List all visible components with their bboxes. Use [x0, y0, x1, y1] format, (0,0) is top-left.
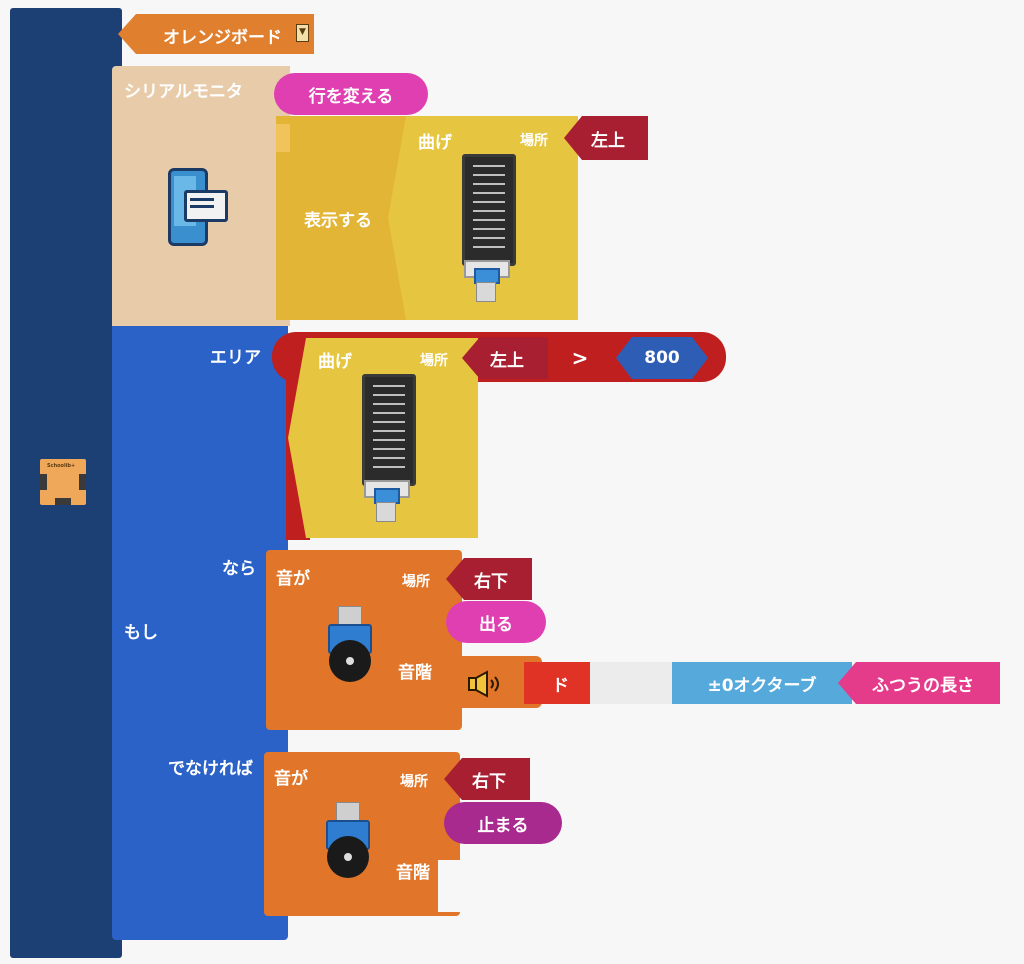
- speaker-icon: [467, 670, 503, 698]
- condition-place-label: 場所: [420, 353, 448, 369]
- then-place-dropdown[interactable]: 右下: [446, 558, 532, 600]
- threshold-value[interactable]: 800: [616, 337, 708, 379]
- note-slot: [590, 662, 672, 704]
- board-header[interactable]: [118, 14, 314, 54]
- else-place-dropdown[interactable]: 右下: [444, 758, 530, 800]
- print-label: 表示する: [304, 211, 372, 231]
- condition-bend-label: 曲げ: [318, 352, 352, 372]
- comparison-operator[interactable]: >: [552, 337, 608, 379]
- else-place-label: 場所: [400, 774, 428, 790]
- if-label: もし: [124, 623, 158, 643]
- then-label: なら: [222, 559, 256, 579]
- else-sound-block-slot: [438, 860, 462, 912]
- else-sound-label: 音が: [274, 769, 308, 789]
- print-block-notch: [276, 124, 290, 152]
- sound-stop-button[interactable]: 止まる: [444, 802, 562, 844]
- then-scale-label: 音階: [398, 663, 432, 683]
- area-label: エリア: [210, 348, 261, 368]
- sound-play-button[interactable]: 出る: [446, 601, 546, 643]
- board-icon-tag: Schoolib+: [47, 463, 76, 469]
- then-sound-label: 音が: [276, 569, 310, 589]
- bend-label: 曲げ: [418, 133, 452, 153]
- board-icon: Schoolib+: [40, 459, 86, 505]
- if-block-then-arm: [112, 540, 266, 740]
- newline-button[interactable]: 行を変える: [274, 73, 428, 115]
- else-scale-label: 音階: [396, 863, 430, 883]
- length-dropdown[interactable]: ふつうの長さ: [838, 662, 1000, 704]
- then-place-label: 場所: [402, 574, 430, 590]
- dropdown-icon[interactable]: ▼: [296, 24, 309, 42]
- board-label: オレンジボード: [163, 28, 282, 48]
- serial-monitor-icon: [168, 166, 228, 246]
- octave-dropdown[interactable]: ±0オクターブ: [672, 662, 852, 704]
- place-label: 場所: [520, 133, 548, 149]
- serial-monitor-label: シリアルモニタ: [124, 82, 243, 102]
- else-label: でなければ: [168, 759, 253, 779]
- place-dropdown[interactable]: 左上: [564, 116, 648, 160]
- print-block[interactable]: [276, 116, 406, 320]
- condition-place-dropdown[interactable]: 左上: [462, 337, 548, 379]
